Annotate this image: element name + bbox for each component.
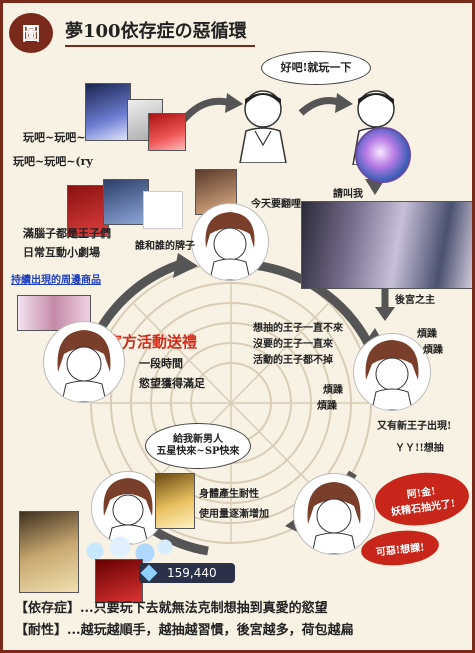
princes-note-2: 日常互動小劇場 (23, 246, 100, 259)
title-underline (65, 45, 255, 47)
new-prince-text: 又有新王子出現! (377, 421, 452, 432)
card-image-gold (155, 473, 195, 529)
cannot-draw-3: 活動的王子都不掉 (253, 355, 333, 366)
page-title: 夢100依存症の惡循環 (65, 21, 247, 42)
princes-note-1: 滿腦子都是王子們 (23, 227, 111, 240)
logo-char: 圖 (22, 24, 40, 45)
card-image-red (95, 559, 143, 603)
bubble-new-men: 給我新男人 五星快來~SP快來 (145, 423, 251, 469)
ask-me-text: 請叫我 (333, 189, 363, 200)
cannot-draw-2: 沒要的王子一直來 (253, 339, 333, 350)
play-line-1: 玩吧~玩吧~ (23, 131, 86, 144)
desire-note-1: 一段時間 (139, 357, 183, 370)
play-line-2: 玩吧~玩吧~(ry (13, 155, 93, 168)
character-circle-right (353, 333, 431, 411)
card-of-text: 誰和誰的牌子 (135, 241, 195, 252)
irritated-b-2: 煩躁 (317, 401, 337, 412)
logo-badge: 圖 (9, 13, 53, 53)
harem-text: 後宮之主 (395, 295, 435, 306)
gem-icon (140, 564, 158, 582)
gem-counter: 159,440 (139, 563, 235, 583)
tolerance-1: 身體產生耐性 (199, 489, 259, 500)
event-note: 官方活動送禮 (107, 333, 198, 351)
card-image-6 (143, 191, 183, 229)
tolerance-2: 使用量逐漸增加 (199, 509, 269, 520)
footer-line-1: 【依存症】...只要玩下去就無法克制想抽到真愛的慾望 (15, 601, 328, 616)
irritated-a-1: 煩躁 (417, 329, 437, 340)
card-image-3 (148, 113, 186, 151)
goods-note: 持續出現的周邊商品 (11, 275, 101, 286)
wear-who-text: 今天要翻哩 (251, 199, 301, 210)
cannot-draw-1: 想抽的王子一直不來 (253, 323, 343, 334)
character-circle-left (43, 321, 125, 403)
card-image-blonde (19, 511, 79, 593)
bubble-play: 好吧!就玩一下 (261, 51, 371, 85)
harem-image (301, 201, 472, 289)
must-draw-text: ＹＹ!!想抽 (395, 443, 444, 454)
irritated-b-1: 煩躁 (323, 385, 343, 396)
character-thinking-1 (228, 85, 298, 163)
desire-note-2: 慾望獲得滿足 (139, 377, 205, 390)
footer-line-2: 【耐性】...越玩越順手，越抽越習慣，後宮越多，荷包越扁 (15, 623, 354, 638)
gacha-orb-image (355, 127, 411, 183)
card-image-1 (85, 83, 131, 141)
character-circle-bottom-right (293, 473, 375, 555)
character-circle-top (191, 203, 269, 281)
irritated-a-2: 煩躁 (423, 345, 443, 356)
gem-count: 159,440 (167, 566, 217, 580)
